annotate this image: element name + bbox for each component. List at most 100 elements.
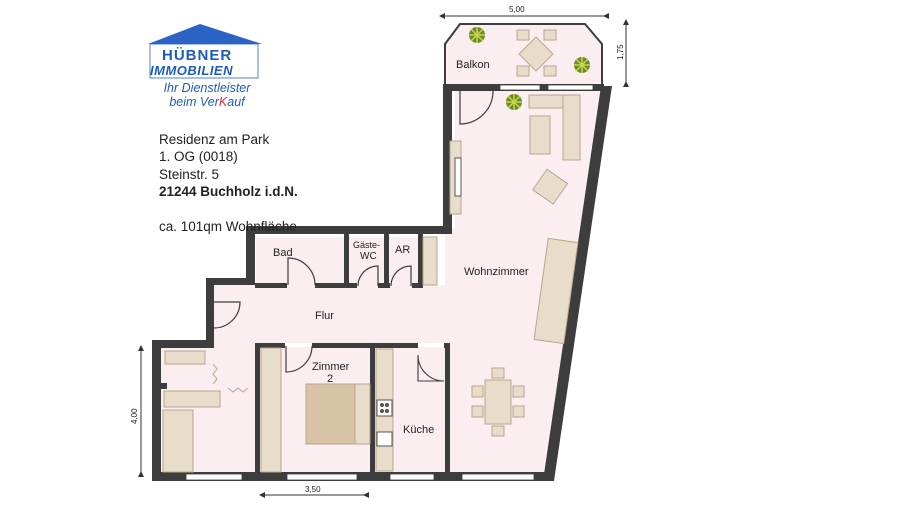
wall-left-room-left [152, 340, 161, 480]
logo-chimney [196, 26, 203, 38]
label-flur: Flur [315, 310, 334, 322]
wall-bad-bottom-a [255, 283, 287, 288]
door-zimmer [285, 345, 313, 373]
chair-bottom [491, 425, 505, 437]
bed-headboard [354, 383, 371, 445]
logo-brand-line1: HÜBNER [162, 47, 232, 64]
chair-r2 [512, 405, 525, 418]
room-labels: Balkon Wohnzimmer Bad Gäste- WC AR Flur … [273, 59, 529, 436]
wall-wc-ar [384, 234, 389, 286]
window-bottom-kitchen [389, 473, 435, 481]
balcony-chair-4 [543, 65, 557, 77]
wall-left-room-top [152, 340, 214, 348]
furniture [162, 29, 581, 473]
chair-l1 [471, 385, 484, 398]
dimension-lines [138, 13, 629, 498]
tagline-accent: K [218, 95, 228, 109]
label-wohnzimmer: Wohnzimmer [464, 266, 529, 278]
wall-bad-left [246, 226, 255, 284]
sideboard [533, 237, 579, 345]
tagline-line2: beim VerKauf [152, 95, 262, 109]
info-spacer [159, 201, 298, 218]
burner-3 [380, 409, 384, 413]
wall-kitchen-top [375, 343, 418, 348]
wall-service-top [246, 226, 452, 234]
plants [469, 27, 590, 110]
wall-living-left [443, 84, 452, 230]
wall-zimmer-top-a [255, 343, 285, 348]
dim-label-top: 5,00 [509, 5, 525, 14]
wall-zimmer-left [255, 343, 260, 473]
dim-label-bottom: 3,50 [305, 485, 321, 494]
burner-4 [385, 409, 389, 413]
property-street: Steinstr. 5 [159, 166, 220, 182]
sofa-side [562, 94, 581, 161]
balcony-chair-1 [516, 29, 530, 41]
entrance-marker [206, 310, 212, 322]
plant-icon [574, 57, 590, 73]
wall-wc-bottom [378, 283, 390, 288]
chair-l2 [471, 405, 484, 418]
property-name: Residenz am Park [159, 132, 270, 147]
curtain-zigzag-1 [212, 363, 218, 385]
tv [454, 157, 462, 197]
label-kueche: Küche [403, 424, 434, 436]
bed [305, 383, 357, 445]
cabinet-left [163, 390, 221, 408]
sofa-left [162, 409, 194, 473]
label-zimmer-2: 2 [327, 373, 333, 385]
property-city: 21244 Buchholz i.d.N. [159, 184, 298, 200]
logo-roof-icon [148, 24, 262, 44]
wall-living-slope [543, 86, 612, 481]
label-zimmer-1: Zimmer [312, 361, 350, 373]
plant-icon [506, 94, 522, 110]
logo-band [149, 43, 259, 79]
door-kitchen [417, 354, 445, 382]
tagline-line2-suffix: auf [227, 95, 245, 109]
shelf-left [164, 350, 206, 365]
dimension-labels: 5,00 1,75 4,00 3,50 [130, 5, 625, 494]
dim-label-right: 1,75 [616, 44, 625, 60]
curtain-zigzag-2 [227, 387, 249, 393]
tagline-line1: Ihr Dienstleister [163, 81, 251, 95]
wardrobe-zimmer [260, 347, 282, 473]
sink [376, 431, 393, 447]
windows [185, 84, 594, 481]
wall-kitchen-right [445, 343, 450, 473]
balcony-table [518, 36, 554, 72]
stove [376, 399, 393, 417]
window-bottom-zimmer [286, 473, 358, 481]
balcony-outline [444, 23, 603, 84]
wall-ar-right [418, 234, 423, 286]
door-ar [390, 265, 412, 287]
wall-hall-left [206, 278, 214, 343]
wall-hall-top-left [206, 278, 255, 285]
armchair [532, 168, 569, 205]
dim-label-left: 4,00 [130, 408, 139, 424]
property-info: Residenz am Park 1. OG (0018) Steinstr. … [159, 131, 298, 235]
door-entrance [213, 301, 241, 329]
company-logo: HÜBNER IMMOBILIEN [148, 24, 262, 79]
wall-left-inner [161, 383, 167, 389]
wall-zimmer-top-b [312, 343, 374, 348]
chair-r1 [512, 385, 525, 398]
label-ar: AR [395, 244, 410, 256]
label-balkon: Balkon [456, 59, 490, 71]
label-gaeste-2: WC [360, 251, 377, 262]
dining-table [484, 379, 512, 425]
balcony-chair-3 [516, 65, 530, 77]
window-living-top-b [547, 84, 594, 91]
wall-ar-bottom [412, 283, 423, 288]
shelf-living [422, 236, 438, 286]
door-bad [287, 257, 316, 286]
window-bottom-left [185, 473, 243, 481]
stove-burners [380, 403, 389, 413]
property-floor: 1. OG (0018) [159, 149, 238, 165]
logo-tagline: Ihr Dienstleister beim VerKauf [152, 81, 262, 109]
sofa-seat [529, 115, 551, 155]
chair-top [491, 367, 505, 379]
label-bad: Bad [273, 247, 293, 259]
doors [213, 90, 494, 382]
